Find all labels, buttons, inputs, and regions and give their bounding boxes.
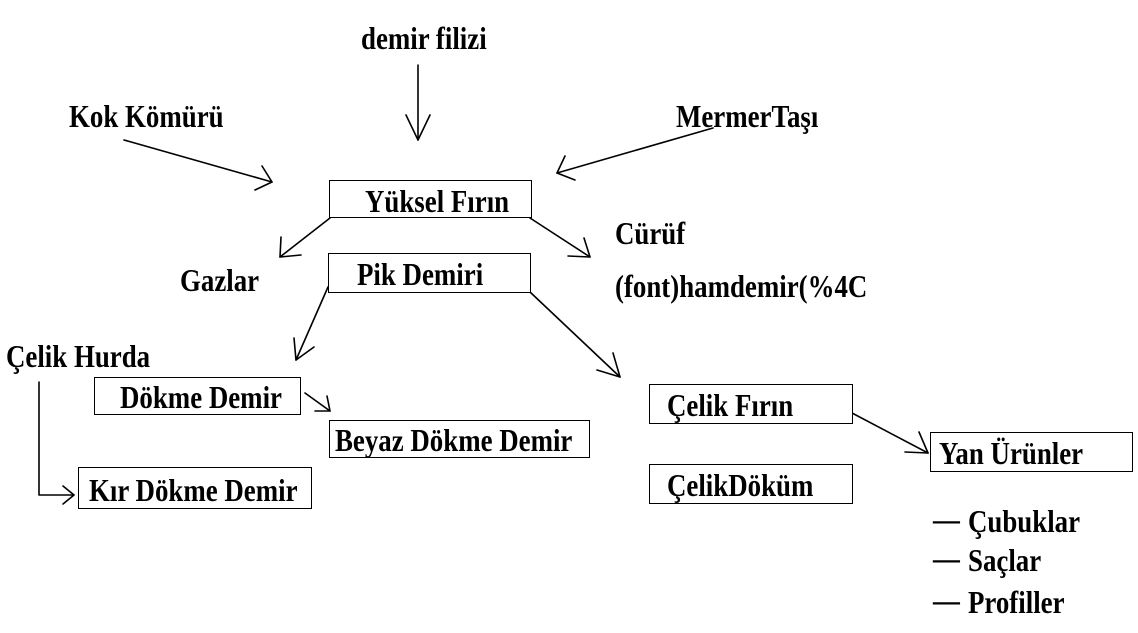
blast-furnace-label: Yüksel Fırın [365, 183, 510, 219]
list-dash: — [933, 501, 960, 537]
by-product-label: Saçlar [968, 542, 1042, 578]
arrow-scrap-to-gray-cast-iron [38, 381, 75, 505]
pig-iron-label: Pik Demiri [357, 256, 484, 292]
arrow-furnace-to-gases [279, 217, 331, 258]
by-product-label: Çubuklar [968, 503, 1081, 539]
cast-iron-box: Dökme Demir [94, 377, 301, 415]
arrow-steel-furnace-to-by-products [851, 412, 929, 454]
list-dash: — [933, 582, 960, 618]
arrow-coke-to-furnace [123, 139, 273, 191]
gases-label: Gazlar [180, 262, 260, 298]
gray-cast-iron-label: Kır Dökme Demir [89, 472, 298, 508]
white-cast-iron-box: Beyaz Dökme Demir [329, 420, 590, 458]
by-product-label: Profiller [968, 584, 1065, 620]
cast-iron-label: Dökme Demir [120, 379, 282, 415]
arrow-limestone-to-furnace [556, 127, 714, 181]
steel-casting-label: ÇelikDöküm [667, 467, 814, 503]
limestone-label: MermerTaşı [676, 98, 819, 134]
slag-label: Cürüf [615, 215, 686, 251]
iron-ore-label: demir filizi [361, 20, 487, 56]
pig-iron-note: (font)hamdemir(%4C [615, 268, 868, 304]
by-products-box: Yan Ürünler [930, 432, 1133, 472]
pig-iron-box: Pik Demiri [328, 253, 531, 293]
coke-label: Kok Kömürü [69, 98, 224, 134]
blast-furnace-box: Yüksel Fırın [329, 180, 532, 218]
arrow-furnace-to-slag [529, 217, 591, 258]
gray-cast-iron-box: Kır Dökme Demir [78, 467, 312, 509]
steel-furnace-box: Çelik Fırın [649, 384, 853, 424]
steel-casting-box: ÇelikDöküm [649, 464, 853, 504]
arrow-pig-iron-to-cast-iron [293, 286, 329, 361]
by-products-label: Yan Ürünler [939, 435, 1084, 471]
arrow-iron-ore-to-furnace [405, 64, 431, 141]
white-cast-iron-label: Beyaz Dökme Demir [335, 422, 573, 458]
steel-scrap-label: Çelik Hurda [6, 338, 151, 374]
steel-furnace-label: Çelik Fırın [667, 387, 794, 423]
list-dash: — [933, 540, 960, 576]
arrow-pig-iron-to-steel-furnace [529, 291, 621, 378]
arrow-cast-iron-to-white-cast-iron [304, 392, 331, 412]
